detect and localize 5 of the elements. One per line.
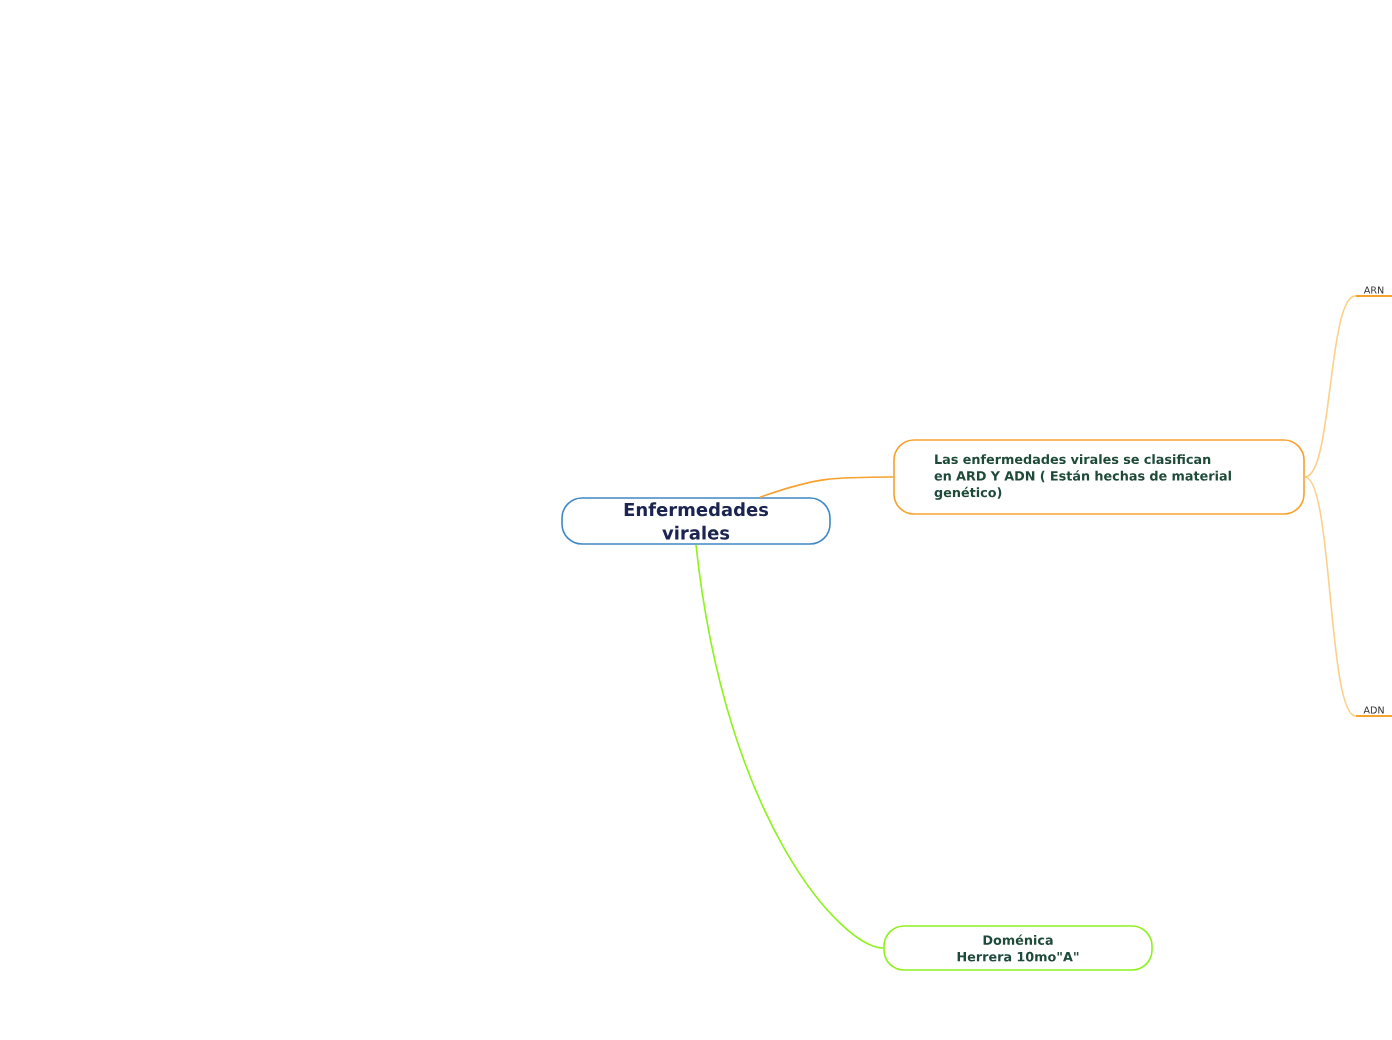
connector [759, 476, 894, 498]
connector [1304, 295, 1357, 478]
connector [695, 544, 884, 949]
connector [1304, 476, 1357, 717]
topic-box: Enfermedades virales [561, 497, 831, 545]
